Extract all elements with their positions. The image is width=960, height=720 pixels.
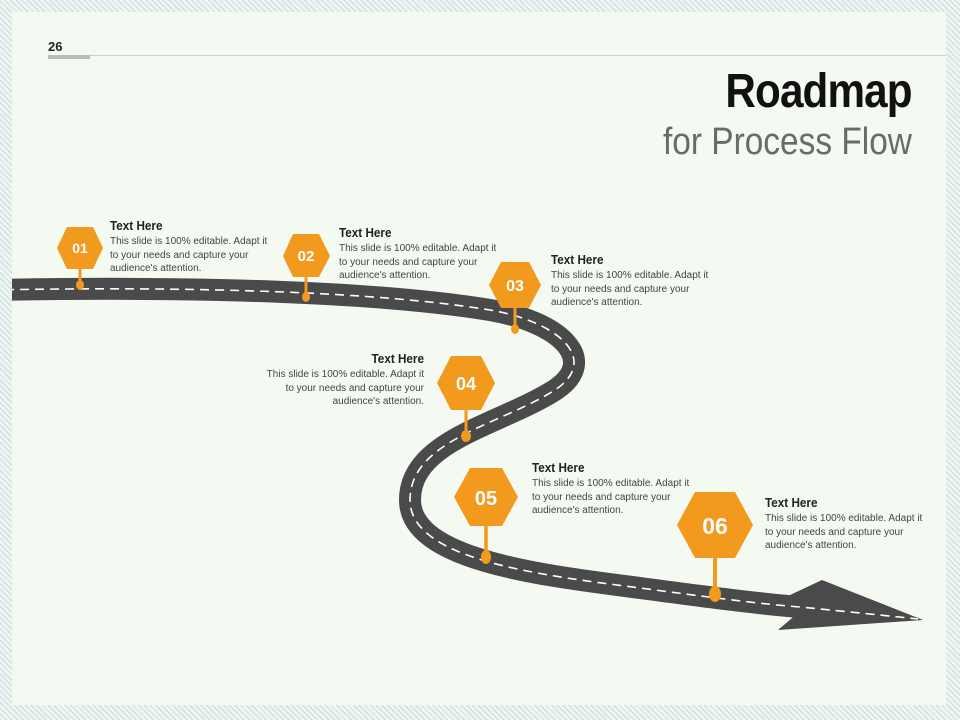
- step-number-03: 03: [506, 278, 524, 295]
- step-heading-03: Text Here: [551, 252, 604, 267]
- step-marker-03: 03: [489, 262, 541, 334]
- step-heading-01: Text Here: [110, 218, 163, 233]
- step-text-03: Text Here This slide is 100% editable. A…: [551, 252, 711, 310]
- step-marker-06: 06: [677, 492, 753, 602]
- step-number-01: 01: [72, 240, 88, 256]
- step-text-01: Text Here This slide is 100% editable. A…: [110, 218, 270, 276]
- step-marker-05: 05: [454, 468, 518, 564]
- step-body-05: This slide is 100% editable. Adapt it to…: [532, 478, 690, 516]
- step-body-03: This slide is 100% editable. Adapt it to…: [551, 270, 709, 308]
- step-number-05: 05: [475, 488, 497, 510]
- header-divider: [48, 55, 946, 56]
- road-center-line: [12, 288, 919, 620]
- header-accent-bar: [48, 55, 90, 59]
- step-body-02: This slide is 100% editable. Adapt it to…: [339, 243, 497, 281]
- step-marker-04: 04: [437, 356, 495, 442]
- step-number-06: 06: [702, 513, 728, 539]
- step-body-01: This slide is 100% editable. Adapt it to…: [110, 236, 268, 274]
- road-arrow-head: [778, 580, 923, 630]
- step-number-02: 02: [298, 248, 315, 265]
- page-subtitle: for Process Flow: [662, 121, 912, 163]
- step-body-04: This slide is 100% editable. Adapt it to…: [266, 369, 424, 407]
- step-heading-05: Text Here: [532, 460, 585, 475]
- step-text-06: Text Here This slide is 100% editable. A…: [765, 495, 927, 553]
- step-heading-04: Text Here: [371, 351, 424, 366]
- step-marker-01: 01: [57, 227, 103, 290]
- step-heading-06: Text Here: [765, 495, 818, 510]
- step-text-04: Text Here This slide is 100% editable. A…: [266, 351, 424, 409]
- page-title: Roadmap: [725, 65, 913, 118]
- step-marker-02: 02: [283, 234, 330, 302]
- step-text-05: Text Here This slide is 100% editable. A…: [532, 460, 692, 518]
- step-heading-02: Text Here: [339, 225, 392, 240]
- step-body-06: This slide is 100% editable. Adapt it to…: [765, 513, 923, 551]
- step-number-04: 04: [456, 374, 476, 394]
- page-number: 26: [48, 39, 63, 54]
- step-text-02: Text Here This slide is 100% editable. A…: [339, 225, 499, 283]
- road: [12, 277, 801, 618]
